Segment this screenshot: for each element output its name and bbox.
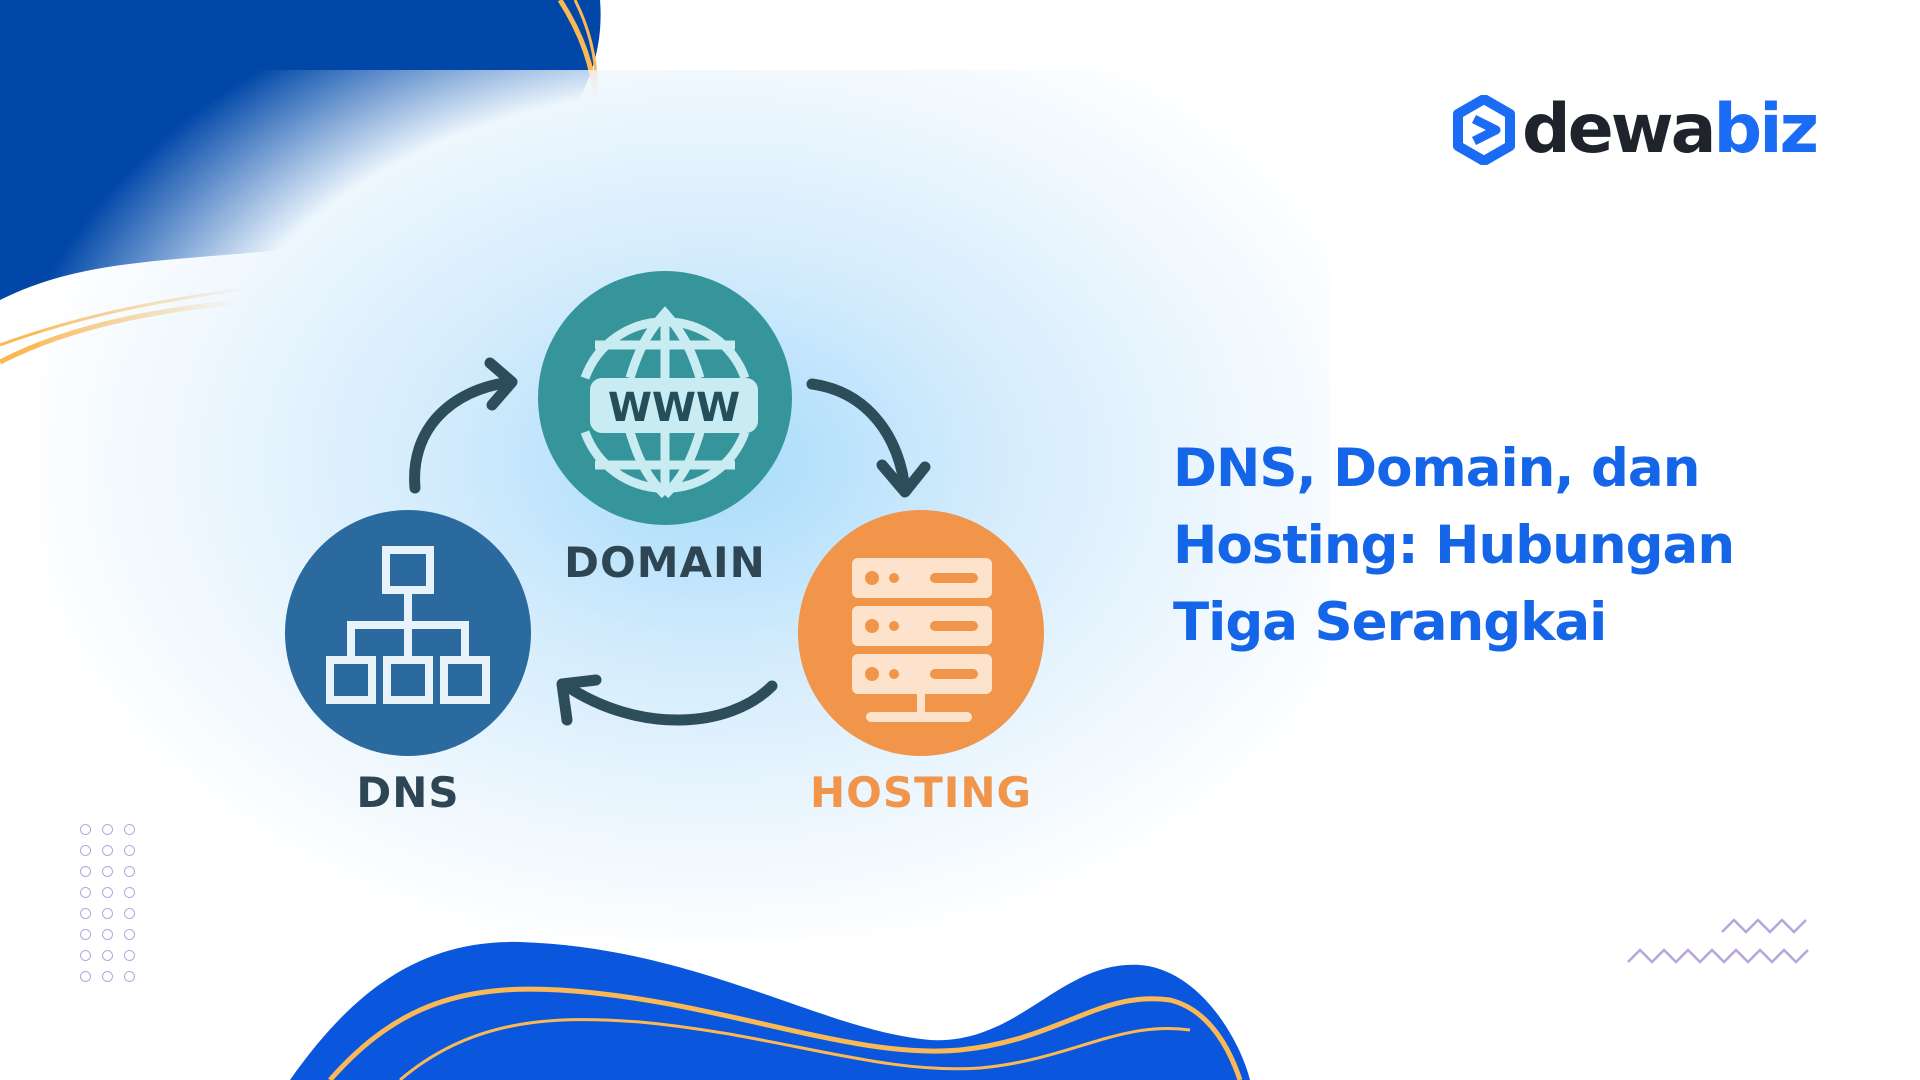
domain-label: DOMAIN — [564, 538, 766, 587]
server-icon — [852, 558, 992, 722]
zigzag-decoration-2 — [1721, 918, 1807, 934]
dots-decoration — [80, 824, 135, 982]
dewabiz-logo[interactable]: dewabiz — [1452, 90, 1820, 169]
dns-label: DNS — [356, 768, 460, 817]
bottom-orange-swoosh — [328, 986, 1243, 1080]
domain-circle: WWW — [538, 271, 792, 525]
logo-text-biz: biz — [1713, 90, 1820, 169]
dns-circle — [285, 510, 531, 756]
arrow-hosting-to-dns — [556, 674, 778, 726]
arrow-domain-to-hosting — [806, 378, 931, 498]
zigzag-decoration — [1627, 948, 1809, 964]
bottom-blob — [290, 941, 1250, 1080]
page-title: DNS, Domain, dan Hosting: Hubungan Tiga … — [1173, 438, 1735, 653]
hosting-circle — [798, 510, 1044, 756]
arrow-dns-to-domain — [409, 357, 518, 494]
logo-mark-icon — [1453, 94, 1515, 165]
network-hierarchy-icon — [326, 546, 490, 704]
bottom-orange-swoosh-2 — [399, 1018, 1191, 1080]
logo-text-dewa: dewa — [1522, 90, 1717, 169]
globe-icon — [580, 306, 750, 499]
hosting-label: HOSTING — [809, 768, 1033, 817]
www-badge: WWW — [608, 385, 740, 431]
